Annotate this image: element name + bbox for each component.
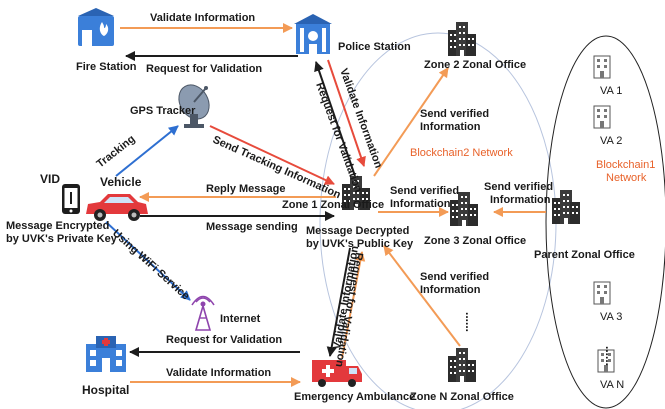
label-validate-fire-police: Validate Information [150,12,255,24]
label-verified-zoneN-2: Information [420,284,481,296]
label-zoneN: Zone N Zonal Office [410,391,514,403]
label-vehicle: Vehicle [100,175,142,189]
label-message-sending: Message sending [206,221,298,233]
fire-station-icon [78,8,114,46]
label-gps-tracker: GPS Tracker [130,105,196,117]
label-va3: VA 3 [600,311,622,323]
label-zone1: Zone 1 Zonal Office [282,199,384,211]
label-verified-zone3-1: Send verified [390,185,459,197]
edge-wifi-service [105,221,191,301]
hospital-icon [86,336,126,372]
label-fire-station: Fire Station [76,61,137,73]
label-va2: VA 2 [600,135,622,147]
edge-tracking-vehicle-gps [115,125,179,177]
label-vaN: VA N [600,379,624,391]
label-verified-zone2-2: Information [420,121,481,133]
va2-building-icon [593,105,611,129]
label-request-ambulance-hospital: Request for Validation [166,334,282,346]
label-vid: VID [40,172,60,186]
ambulance-icon [312,360,362,387]
label-verified-zoneN-1: Send verified [420,271,489,283]
label-police-station: Police Station [338,41,411,53]
edge-send-tracking [209,125,335,185]
internet-antenna-icon [191,295,215,331]
edge-zone1-zone2 [373,67,449,177]
label-parent: Parent Zonal Office [534,249,635,261]
label-ambulance: Emergency Ambulance [294,391,415,403]
blockchain1-network-boundary [545,35,665,409]
edge-zone1-zoneN [383,245,461,347]
gps-tracker-icon [178,84,210,128]
label-zone2: Zone 2 Zonal Office [424,59,526,71]
zoneN-office-building-icon [448,348,476,382]
va3-building-icon [593,281,611,305]
label-verified-parent-2: Information [490,194,551,206]
label-blockchain2-network: Blockchain2 Network [410,147,513,159]
label-zone1-caption-1: Message Decrypted [306,225,409,237]
parent-office-building-icon [552,190,580,224]
label-zone3: Zone 3 Zonal Office [424,235,526,247]
edge-request-zone1-ambulance [326,247,351,357]
label-blockchain1-line2: Network [606,172,647,184]
label-vehicle-caption-2: by UVK's Private Key [6,233,118,245]
label-verified-zone3-2: Information [390,198,451,210]
label-internet: Internet [220,313,261,325]
zone2-office-building-icon [448,22,476,56]
label-blockchain1-line1: Blockchain1 [596,159,655,171]
label-request-police-fire: Request for Validation [146,63,262,75]
label-va1: VA 1 [600,85,622,97]
police-station-icon [294,14,332,54]
vid-phone-icon [62,184,80,214]
edge-validate-police-zone1 [327,59,366,167]
zone-ellipsis: ...... [463,312,477,332]
label-verified-zone2-1: Send verified [420,108,489,120]
va1-building-icon [593,55,611,79]
va-ellipsis: ...... [603,346,617,366]
edge-validate-ambulance-zone1 [341,251,366,359]
label-reply-message: Reply Message [206,183,285,195]
zone3-office-building-icon [450,192,478,226]
label-vehicle-caption-1: Message Encrypted [6,220,109,232]
edge-request-zone1-police [314,61,356,177]
label-verified-parent-1: Send verified [484,181,553,193]
label-hospital: Hospital [82,383,129,397]
label-wifi-service: Using WiFi Service [110,227,192,302]
label-validate-hospital-ambulance: Validate Information [166,367,271,379]
vehicle-car-icon [86,194,148,221]
label-zone1-caption-2: by UVK's Public Key [306,238,414,250]
